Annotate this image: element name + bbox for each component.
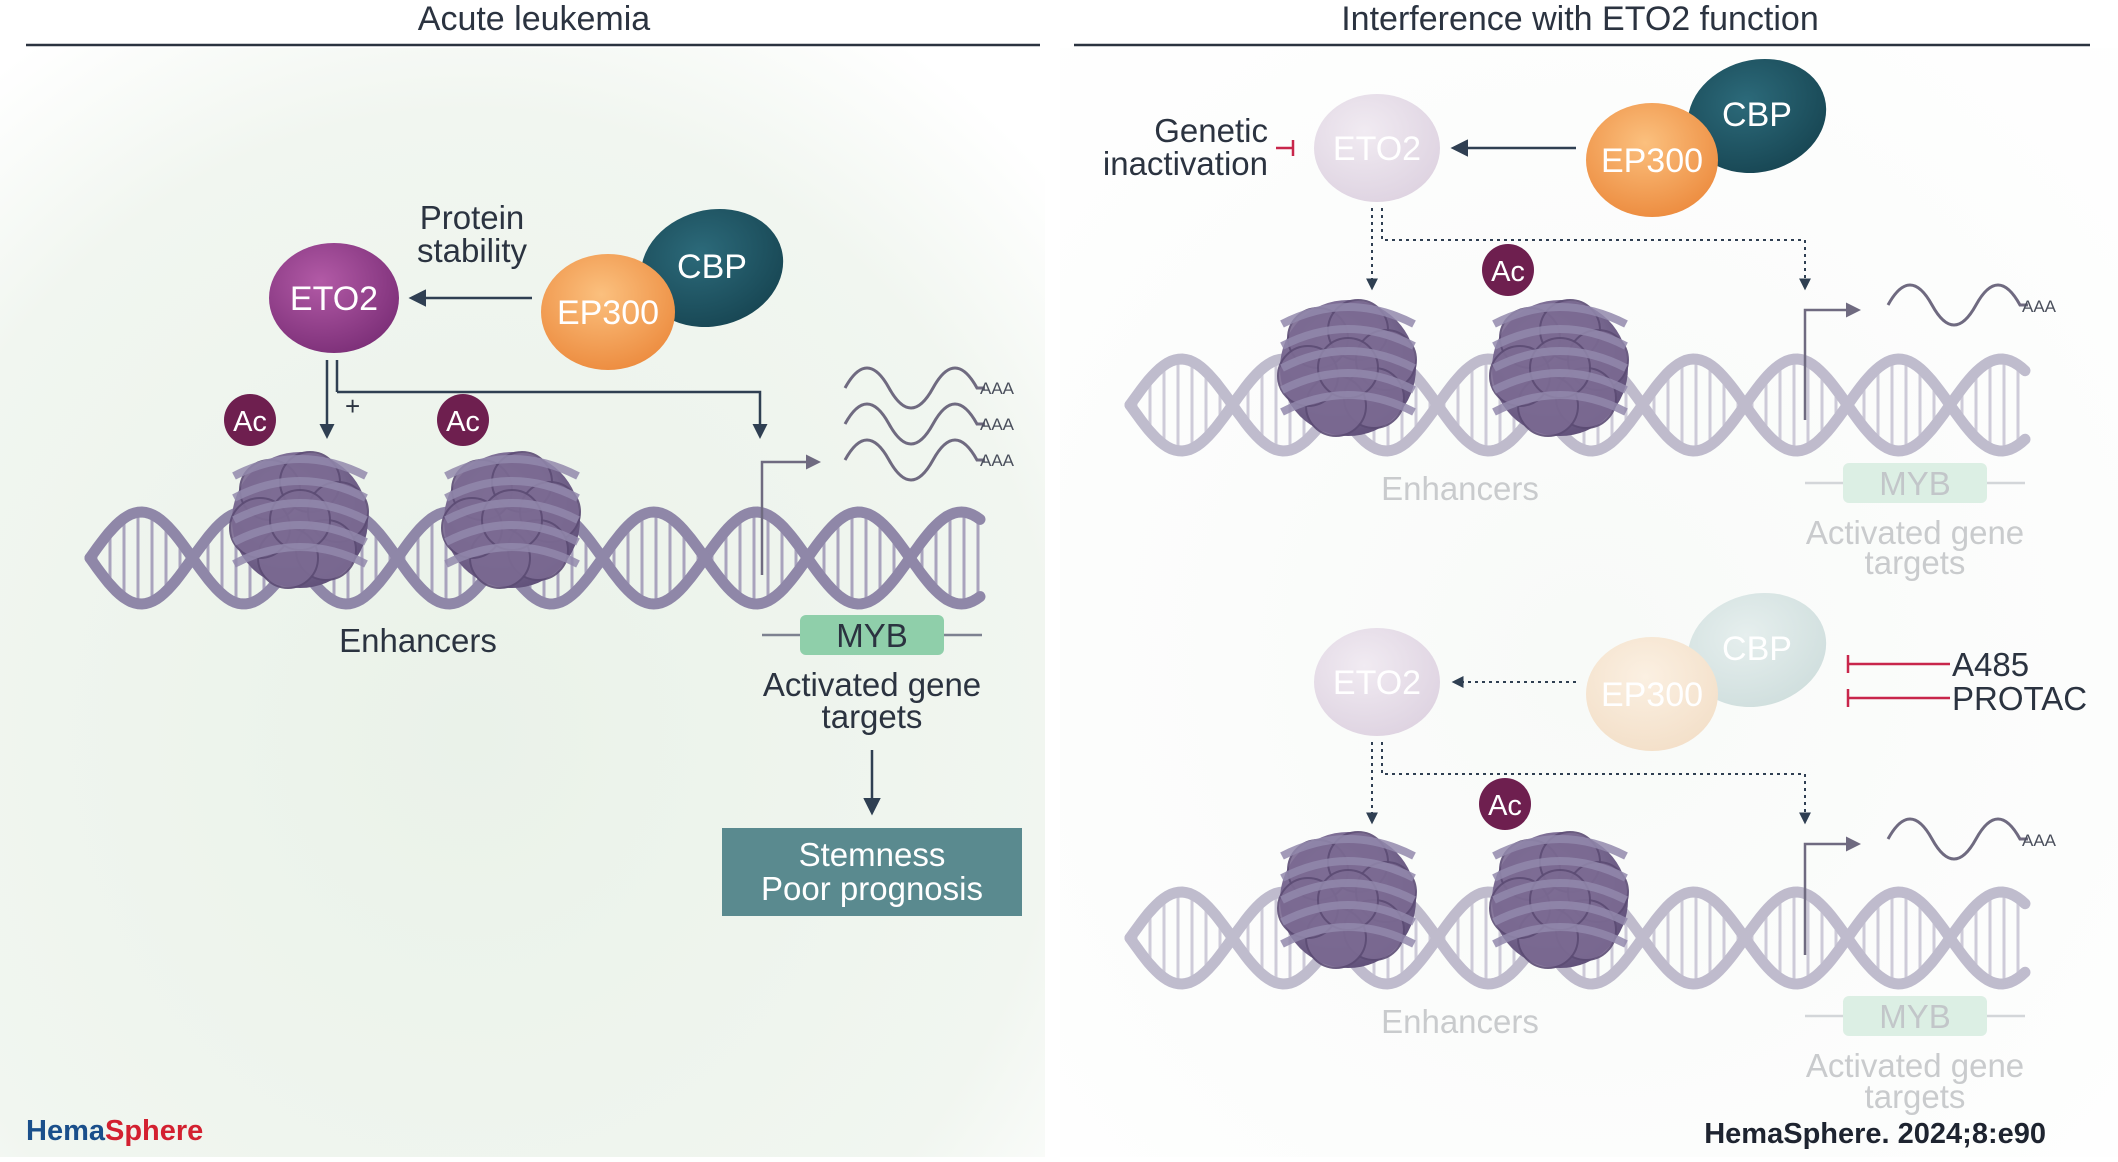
polya-tail-top: AAA xyxy=(2022,297,2057,316)
enhancers-label: Enhancers xyxy=(339,622,497,659)
dna-right-top-backbone-strand-1 xyxy=(1124,353,2031,457)
mrna-wave-3 xyxy=(843,438,985,482)
left-panel-title: Acute leukemia xyxy=(418,0,651,38)
eto2-node xyxy=(269,243,399,353)
myb-label-top: MYB xyxy=(1879,465,1951,502)
nucleosome-left-2 xyxy=(441,451,581,589)
ep300-label-top: EP300 xyxy=(1601,142,1703,180)
protein-stability-label-line2: stability xyxy=(417,232,528,269)
acetyl-mark-1 xyxy=(224,394,276,446)
cbp-label-bottom: CBP xyxy=(1722,630,1792,668)
mrna-wave-top xyxy=(1886,283,2028,327)
activated-targets-bottom-line2: targets xyxy=(1865,1078,1966,1115)
ep300-label-bottom: EP300 xyxy=(1601,676,1703,714)
acetyl-mark-2 xyxy=(437,394,489,446)
ep300-node-bottom xyxy=(1586,637,1718,751)
left-pathway: ETO2 CBP EP300 Protein stability + AAA A… xyxy=(269,199,1022,916)
nucleosome-right-bottom-1 xyxy=(1277,831,1417,969)
inhibitor-protac xyxy=(1846,689,1950,707)
mrna-wave-2 xyxy=(843,402,985,446)
acetyl-mark-bottom xyxy=(1479,778,1531,830)
cbp-label-top: CBP xyxy=(1722,96,1792,134)
mrna-wave-1 xyxy=(843,366,985,410)
activated-targets-line2: targets xyxy=(822,698,923,735)
mrna-transcripts xyxy=(843,366,985,482)
inhibitor-a485 xyxy=(1846,655,1950,673)
inhibitor-protac-label: PROTAC xyxy=(1952,680,2087,717)
transcription-start-arrow xyxy=(760,454,821,575)
protein-stability-label-line1: Protein xyxy=(420,199,525,236)
mrna-wave-bottom xyxy=(1886,817,2028,861)
transcription-start-arrow-bottom xyxy=(1803,836,1861,955)
journal-logo: HemaSphere xyxy=(26,1115,203,1147)
cbp-label: CBP xyxy=(677,248,747,286)
ep300-node xyxy=(541,254,675,370)
eto2-to-target-arrow xyxy=(337,390,768,439)
right-bottom-pathway: ETO2 CBP EP300 A485 PROTAC AAA Enhancers… xyxy=(1314,592,2087,1115)
genetic-inactivation-line1: Genetic xyxy=(1154,112,1268,149)
acetyl-label-2: Ac xyxy=(446,406,480,438)
activated-targets-top-line1: Activated gene xyxy=(1806,514,2024,551)
activation-plus-sign: + xyxy=(345,391,360,421)
eto2-label-bottom: ETO2 xyxy=(1333,664,1421,702)
logo-part-sphere: Sphere xyxy=(105,1115,203,1147)
eto2-label-inactivated: ETO2 xyxy=(1333,130,1421,168)
logo-part-hema: Hema xyxy=(26,1115,106,1147)
polya-tail-1: AAA xyxy=(980,379,1015,398)
right-top-pathway: Genetic inactivation ETO2 CBP EP300 AAA … xyxy=(1103,58,2057,581)
nucleosome-left-1 xyxy=(229,451,369,589)
cbp-node-bottom xyxy=(1687,592,1827,708)
nucleosome-layer xyxy=(229,299,1629,969)
nucleosome-right-top-1 xyxy=(1277,299,1417,437)
polya-tail-3: AAA xyxy=(980,451,1015,470)
acetyl-label-1: Ac xyxy=(233,406,267,438)
acetyl-mark-top xyxy=(1482,244,1534,296)
polya-tail-2: AAA xyxy=(980,415,1015,434)
ep300-label: EP300 xyxy=(557,294,659,332)
outcome-line2: Poor prognosis xyxy=(761,870,983,907)
nucleosome-right-top-2 xyxy=(1489,299,1629,437)
myb-gene-box-top xyxy=(1843,463,1987,503)
dna-right-bottom-backbone-strand-1 xyxy=(1124,886,2031,990)
acetyl-label-bottom: Ac xyxy=(1488,790,1522,822)
nucleosome-right-bottom-2 xyxy=(1489,831,1629,969)
activated-targets-top-line2: targets xyxy=(1865,544,1966,581)
activated-targets-bottom-line1: Activated gene xyxy=(1806,1047,2024,1084)
right-panel-title: Interference with ETO2 function xyxy=(1341,0,1819,38)
enhancers-label-bottom: Enhancers xyxy=(1381,1003,1539,1040)
eto2-label: ETO2 xyxy=(290,280,378,318)
outcome-line1: Stemness xyxy=(799,836,946,873)
myb-label-bottom: MYB xyxy=(1879,998,1951,1035)
myb-gene-box xyxy=(800,615,944,655)
cbp-node xyxy=(640,208,784,328)
eto2-node-inactivated xyxy=(1314,94,1440,202)
genetic-inactivation-inhibitor xyxy=(1276,140,1295,156)
eto2-node-bottom xyxy=(1314,628,1440,736)
cbp-node-top xyxy=(1687,58,1827,174)
acetyl-label-top: Ac xyxy=(1491,256,1525,288)
enhancers-label-top: Enhancers xyxy=(1381,470,1539,507)
activated-targets-line1: Activated gene xyxy=(763,666,981,703)
dotted-arrow-target-top xyxy=(1381,208,1811,291)
dotted-arrow-target-bottom xyxy=(1381,742,1811,825)
ep300-node-top xyxy=(1586,103,1718,217)
genetic-inactivation-line2: inactivation xyxy=(1103,145,1268,182)
right-panel-background xyxy=(1060,48,2118,1157)
myb-label: MYB xyxy=(836,617,908,654)
myb-gene-box-bottom xyxy=(1843,996,1987,1036)
transcription-start-arrow-top xyxy=(1803,302,1861,420)
outcome-box xyxy=(722,828,1022,916)
polya-tail-bottom: AAA xyxy=(2022,831,2057,850)
citation: HemaSphere. 2024;8:e90 xyxy=(1704,1118,2046,1150)
inhibitor-a485-label: A485 xyxy=(1952,646,2029,683)
